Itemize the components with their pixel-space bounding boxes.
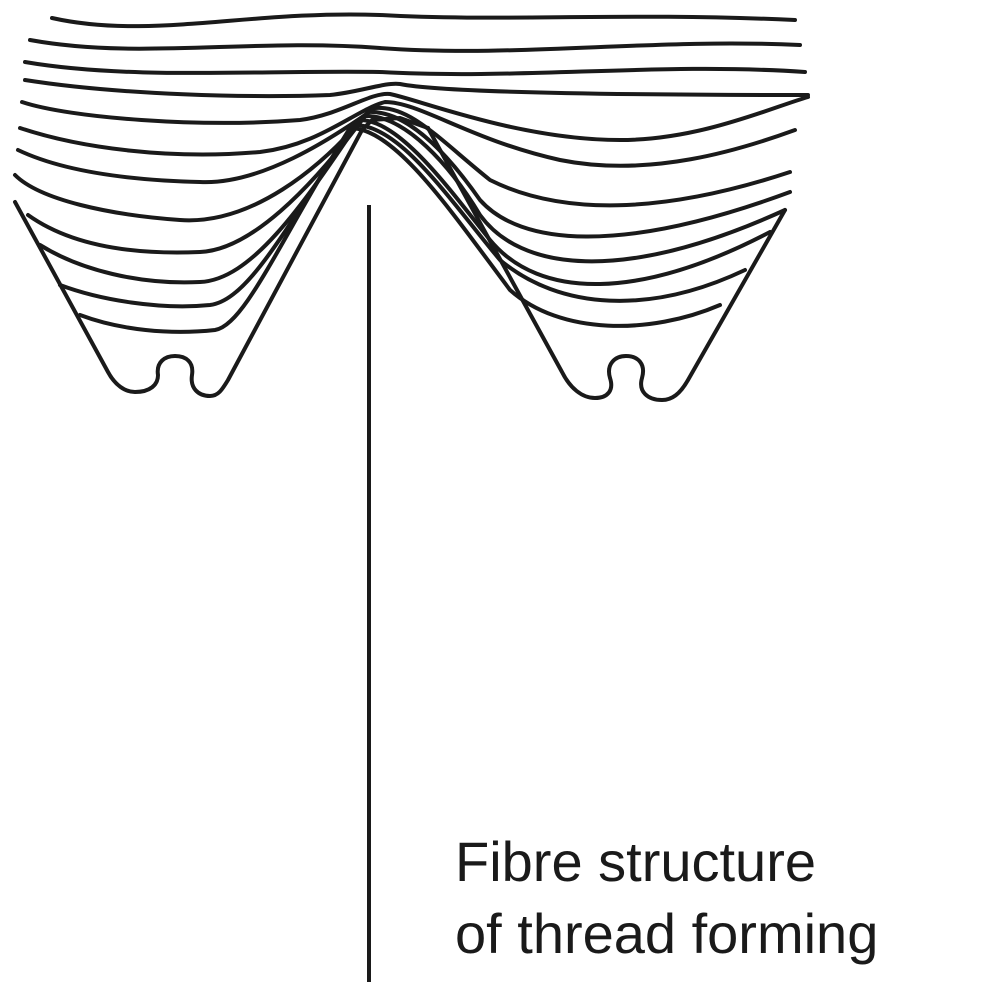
fibre-line-5	[20, 91, 810, 142]
diagram-caption: Fibre structure of thread forming	[455, 826, 878, 970]
right-thread-tooth-outline	[426, 126, 787, 402]
fibre-line-1	[50, 12, 797, 29]
fibre-line-7	[16, 105, 792, 208]
fibre-line-12	[78, 126, 722, 334]
fibre-line-4	[23, 78, 810, 99]
fibre-line-10	[38, 118, 772, 287]
caption-line-1: Fibre structure	[455, 830, 816, 893]
left-thread-tooth-outline	[13, 128, 364, 398]
fibre-line-11	[58, 123, 747, 309]
fibre-line-6	[18, 100, 797, 168]
fibre-line-8	[13, 109, 792, 239]
fibre-line-9	[26, 113, 787, 264]
fibre-line-3	[23, 60, 807, 77]
thread-crest-outline	[360, 116, 430, 132]
caption-line-2: of thread forming	[455, 902, 879, 965]
fibre-line-2	[28, 38, 802, 53]
